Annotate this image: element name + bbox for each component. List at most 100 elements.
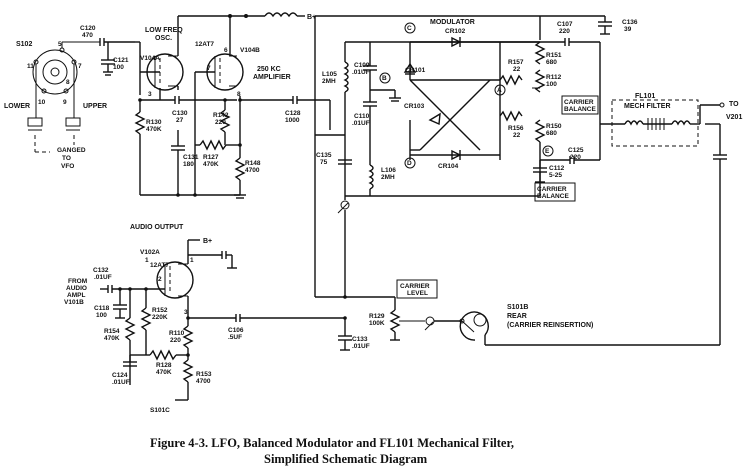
cr103-label: CR103 bbox=[404, 103, 425, 110]
fl101-label: FL101 bbox=[635, 93, 655, 100]
r148-value: 4700 bbox=[245, 167, 260, 174]
cb2-label: CARRIER bbox=[537, 186, 567, 193]
c136-label: C136 bbox=[622, 19, 638, 26]
c135-label: C135 bbox=[316, 152, 332, 159]
caption-line1: Figure 4-3. LFO, Balanced Modulator and … bbox=[150, 436, 514, 450]
node-e: E bbox=[545, 148, 550, 155]
ganged-label: GANGED bbox=[57, 147, 86, 154]
carrierlevel-label: LEVEL bbox=[407, 290, 428, 297]
v102a-label: V102A bbox=[140, 249, 160, 256]
r150-value: 680 bbox=[546, 130, 557, 137]
bplus-label: B+ bbox=[307, 14, 316, 21]
r156-value: 22 bbox=[513, 132, 521, 139]
c112-value: 5-25 bbox=[549, 172, 562, 179]
pin-label: 6 bbox=[224, 47, 228, 54]
pin-label: 8 bbox=[237, 91, 241, 98]
modulator-section: C135 75 L105 2MH C109 .01UF C110 .01UF B… bbox=[314, 15, 638, 297]
cr102-label: CR102 bbox=[445, 28, 466, 35]
c118-value: 100 bbox=[96, 312, 107, 319]
cb1-label: BALANCE bbox=[564, 106, 596, 113]
c110-value: .01UF bbox=[352, 120, 370, 127]
c106-value: .5UF bbox=[228, 334, 242, 341]
c132-label: C132 bbox=[93, 267, 109, 274]
reinsert-label: (CARRIER REINSERTION) bbox=[507, 322, 593, 329]
cr101-label: CR101 bbox=[405, 67, 426, 74]
r157-label: R157 bbox=[508, 59, 524, 66]
node-a: A bbox=[497, 87, 502, 94]
ganged-label: TO bbox=[62, 155, 71, 162]
r128-value: 470K bbox=[156, 369, 172, 376]
c112-label: C112 bbox=[549, 165, 565, 172]
v201-label: V201 bbox=[726, 114, 742, 121]
fromaudio-label: V101B bbox=[64, 299, 84, 306]
l105-value: 2MH bbox=[322, 78, 336, 85]
lowfreq-label: LOW FREQ bbox=[145, 27, 183, 34]
audioout-label: AUDIO OUTPUT bbox=[130, 224, 184, 231]
r157-value: 22 bbox=[513, 66, 521, 73]
to-label: TO bbox=[729, 101, 739, 108]
l106-value: 2MH bbox=[381, 174, 395, 181]
fromaudio-label: AMPL bbox=[67, 292, 85, 299]
r148-label: R148 bbox=[245, 160, 261, 167]
carrierlevel-label: CARRIER bbox=[400, 283, 430, 290]
r112-label: R112 bbox=[546, 74, 562, 81]
lower-label: LOWER bbox=[4, 103, 30, 110]
r110-value: 220 bbox=[170, 337, 181, 344]
fromaudio-label: FROM bbox=[68, 278, 87, 285]
pin-label: 2 bbox=[158, 276, 162, 283]
c125-label: C125 bbox=[568, 147, 584, 154]
lfo-section: S102 5 11 7 8 10 9 LOWER UPPER GANGED TO… bbox=[4, 12, 330, 199]
pin-label: 1 bbox=[190, 257, 194, 264]
c107-label: C107 bbox=[557, 21, 573, 28]
r130-value: 470K bbox=[146, 126, 162, 133]
c133-value: .01UF bbox=[352, 343, 370, 350]
r153-value: 4700 bbox=[196, 378, 211, 385]
r150-label: R150 bbox=[546, 123, 562, 130]
c133-label: C133 bbox=[352, 336, 368, 343]
half-label: 1 bbox=[145, 257, 149, 264]
node-c: C bbox=[407, 25, 412, 32]
l106-label: L106 bbox=[381, 167, 396, 174]
r152-label: R152 bbox=[152, 307, 168, 314]
pin-label: 8 bbox=[66, 79, 70, 86]
node-b: B bbox=[382, 75, 387, 82]
r152-value: 220K bbox=[152, 314, 168, 321]
c121-label: C121 bbox=[113, 57, 129, 64]
t12at7-label: 12AT7 bbox=[195, 41, 214, 48]
t12at7b-label: 12AT7 bbox=[150, 262, 169, 269]
r128-label: R128 bbox=[156, 362, 172, 369]
c135-value: 75 bbox=[320, 159, 328, 166]
r129-label: R129 bbox=[369, 313, 385, 320]
s102-label: S102 bbox=[16, 41, 32, 48]
c107-value: 220 bbox=[559, 28, 570, 35]
c130-value: 27 bbox=[176, 117, 184, 124]
l105-label: L105 bbox=[322, 71, 337, 78]
c120-label: C120 bbox=[80, 25, 96, 32]
pin-label: 7 bbox=[207, 65, 211, 72]
c128-value: 1000 bbox=[285, 117, 300, 124]
r127-value: 470K bbox=[203, 161, 219, 168]
r154-value: 470K bbox=[104, 335, 120, 342]
r142-label: R142 bbox=[213, 112, 229, 119]
pin-label: 11 bbox=[27, 63, 34, 70]
c132-value: .01UF bbox=[94, 274, 112, 281]
c106-label: C106 bbox=[228, 327, 244, 334]
c109-value: .01UF bbox=[352, 69, 370, 76]
r151-label: R151 bbox=[546, 52, 562, 59]
bplus2-label: B+ bbox=[203, 238, 212, 245]
mechfilter-label: MECH FILTER bbox=[624, 103, 671, 110]
pin-label: 7 bbox=[78, 63, 82, 70]
s101c-label: S101C bbox=[150, 407, 170, 414]
c136-value: 39 bbox=[624, 26, 632, 33]
c131-label: C131 bbox=[183, 154, 199, 161]
c110-label: C110 bbox=[354, 113, 370, 120]
modulator-label: MODULATOR bbox=[430, 19, 475, 26]
c131-value: 180 bbox=[183, 161, 194, 168]
r151-value: 680 bbox=[546, 59, 557, 66]
r127-label: R127 bbox=[203, 154, 219, 161]
pin-label: 10 bbox=[38, 99, 46, 106]
c124-value: .01UF bbox=[112, 379, 130, 386]
c130-label: C130 bbox=[172, 110, 188, 117]
pin-label: 3 bbox=[148, 91, 152, 98]
